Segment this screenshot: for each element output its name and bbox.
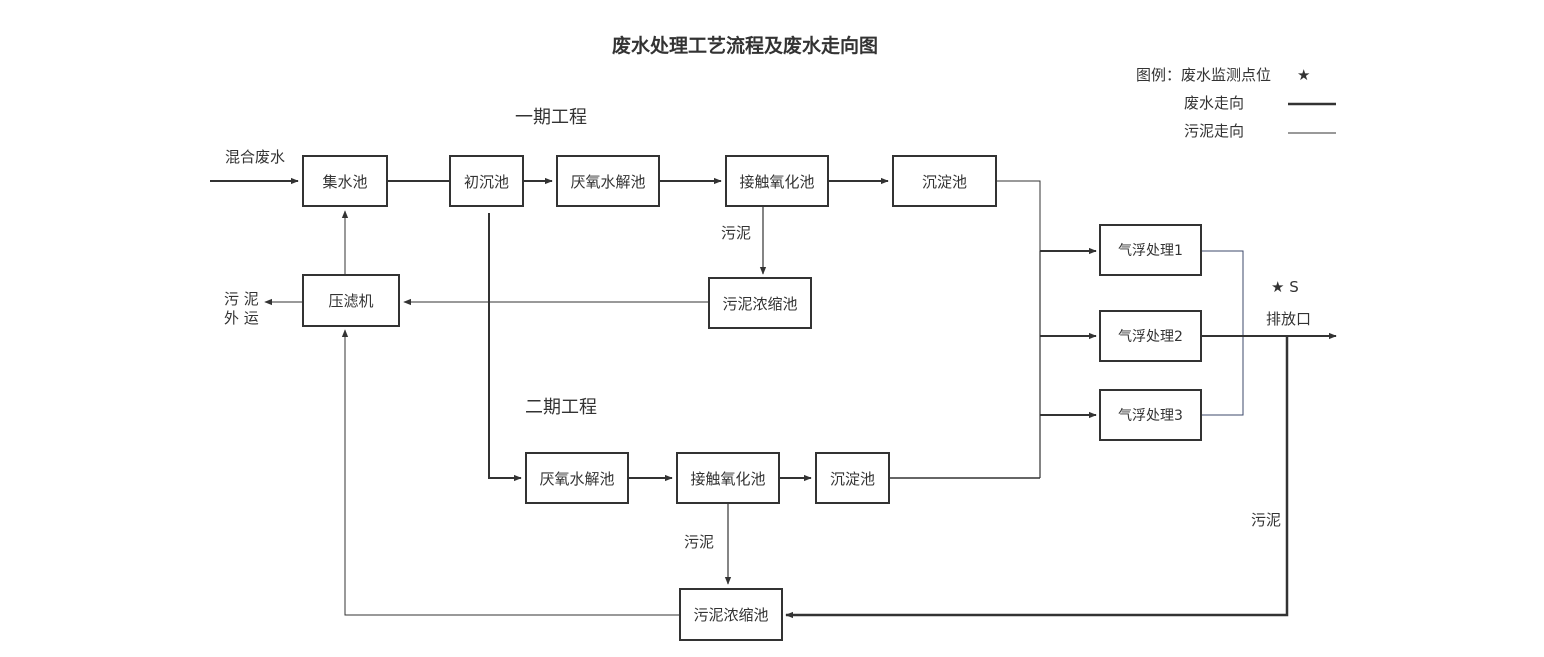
- flotation-unit-3: 气浮处理3: [1099, 389, 1202, 441]
- phase1-sludge-thickener: 污泥浓缩池: [708, 277, 812, 329]
- outfall-monitoring-mark: ★ S: [1271, 278, 1299, 296]
- legend-prefix: 图例：: [1136, 66, 1182, 84]
- legend-sludge-label: 污泥走向: [1184, 122, 1245, 140]
- sludge-label-outfall: 污泥: [1251, 511, 1282, 529]
- phase2-sedimentation-tank: 沉淀池: [815, 452, 890, 504]
- phase2-sludge-thickener: 污泥浓缩池: [679, 588, 783, 641]
- sludge-export-label-line1: 污 泥: [224, 290, 259, 308]
- legend-wastewater-label: 废水走向: [1184, 94, 1245, 112]
- phase1-anaerobic-tank: 厌氧水解池: [556, 155, 660, 207]
- phase1-contact-oxidation-tank: 接触氧化池: [725, 155, 829, 207]
- sludge-outfall-to-thickener2: [785, 336, 1289, 619]
- legend-star-icon: ★: [1297, 66, 1311, 84]
- phase2-contact-oxidation-tank: 接触氧化池: [676, 452, 780, 504]
- phase2-label: 二期工程: [525, 397, 597, 418]
- diagram-title: 废水处理工艺流程及废水走向图: [612, 35, 879, 57]
- phase1-label: 一期工程: [515, 107, 587, 128]
- legend-monitoring: 图例：废水监测点位: [1136, 68, 1271, 83]
- sludge-label-phase2: 污泥: [684, 533, 715, 551]
- phase2-anaerobic-tank: 厌氧水解池: [525, 452, 629, 504]
- flotation-unit-2: 气浮处理2: [1099, 310, 1202, 362]
- collection-tank: 集水池: [302, 155, 388, 207]
- flotation-unit-1: 气浮处理1: [1099, 224, 1202, 276]
- legend-monitoring-label: 废水监测点位: [1181, 66, 1272, 84]
- flow-sed1-to-manifold: [996, 180, 1041, 251]
- phase1-sedimentation-tank: 沉淀池: [892, 155, 997, 207]
- filter-press: 压滤机: [302, 274, 400, 327]
- sludge-label-phase1: 污泥: [721, 224, 752, 242]
- flow-primary-to-anaerobic2: [488, 213, 522, 482]
- sludge-export-label-line2: 外 运: [224, 309, 259, 327]
- sludge-thickener2-to-press: [341, 329, 679, 616]
- outfall-label: 排放口: [1266, 310, 1312, 328]
- flow-flotation1-out: [1201, 250, 1244, 416]
- mixed-wastewater-label: 混合废水: [225, 148, 286, 166]
- primary-settling-tank: 初沉池: [449, 155, 524, 207]
